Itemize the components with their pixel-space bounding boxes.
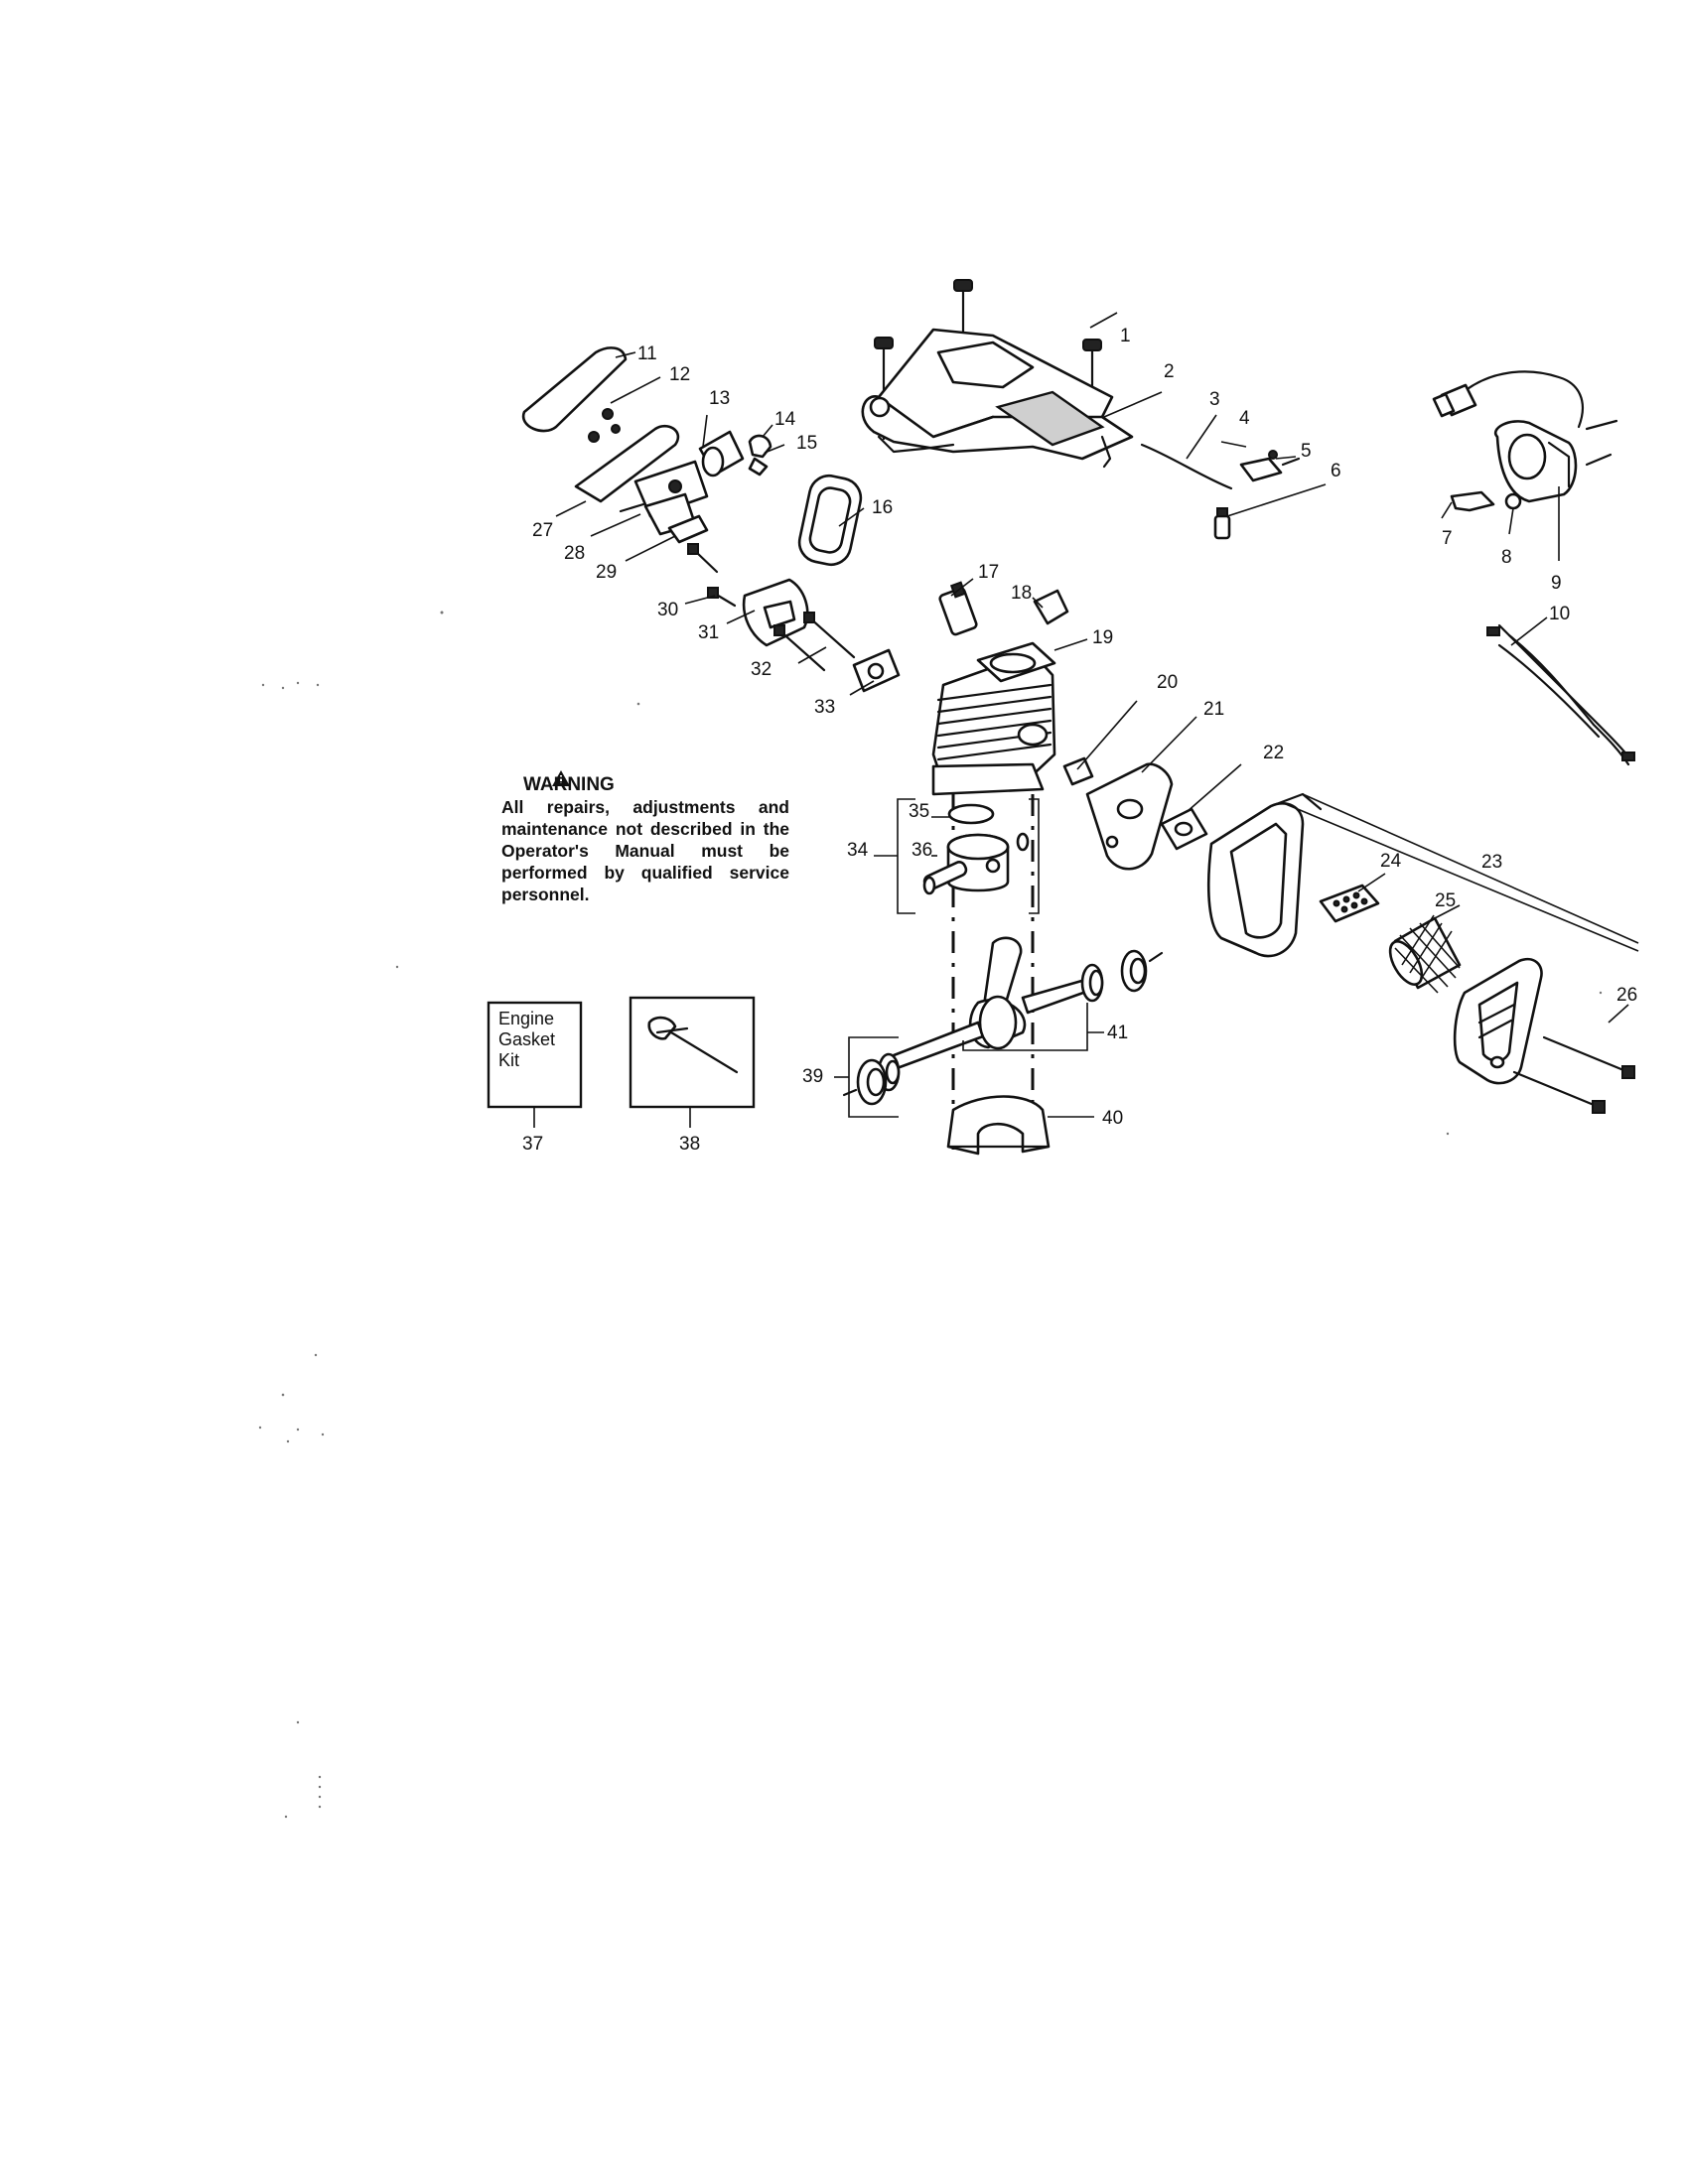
callout-38: 38 <box>679 1134 700 1155</box>
callout-29: 29 <box>596 562 617 583</box>
flange-screw <box>687 543 737 608</box>
intake-gasket <box>852 648 901 693</box>
callout-36: 36 <box>912 840 932 861</box>
tool-box <box>629 996 756 1128</box>
callout-23: 23 <box>1481 852 1502 873</box>
callout-3: 3 <box>1209 389 1220 410</box>
engine-gasket-kit-label: Engine Gasket Kit <box>498 1009 555 1071</box>
callout-26: 26 <box>1616 985 1637 1006</box>
crankcase-half <box>946 1095 1051 1156</box>
callout-21: 21 <box>1203 699 1224 720</box>
engine-gasket-kit-box <box>487 1001 583 1128</box>
callout-5: 5 <box>1301 441 1312 462</box>
ignition-module <box>1493 419 1618 503</box>
warning-notice: WARNING All repairs, adjustments and mai… <box>501 774 789 905</box>
callout-9: 9 <box>1551 573 1562 594</box>
muffler-gasket <box>1160 807 1208 851</box>
callout-20: 20 <box>1157 672 1178 693</box>
crankshaft <box>887 936 1099 1072</box>
spark-plug-boot <box>1033 589 1069 625</box>
callout-39: 39 <box>802 1066 823 1087</box>
kit-label-line-2: Gasket <box>498 1029 556 1049</box>
callout-37: 37 <box>522 1134 543 1155</box>
warning-text: All repairs, adjustments and maintenance… <box>501 797 789 904</box>
callout-7: 7 <box>1442 528 1453 549</box>
spark-plug <box>938 581 978 636</box>
ground-bracket <box>1450 490 1522 512</box>
callout-16: 16 <box>872 497 893 518</box>
top-cover <box>861 328 1134 469</box>
leader-lines <box>555 312 1629 1118</box>
muffler-cover <box>1453 957 1543 1085</box>
callout-41: 41 <box>1107 1023 1128 1043</box>
cylinder <box>931 641 1056 796</box>
callout-2: 2 <box>1164 361 1175 382</box>
callout-25: 25 <box>1435 890 1456 911</box>
warning-triangle-icon <box>552 770 570 786</box>
warning-title: WARNING <box>523 774 615 795</box>
intake-boot <box>797 474 863 567</box>
spark-screen <box>1319 884 1380 923</box>
callout-8: 8 <box>1501 547 1512 568</box>
carburetor-cover <box>574 408 680 503</box>
callout-11: 11 <box>637 343 657 364</box>
callout-27: 27 <box>532 520 553 541</box>
piston-retainer <box>922 832 1030 895</box>
piston-ring <box>947 803 995 825</box>
callout-33: 33 <box>814 697 835 718</box>
kit-label-line-1: Engine <box>498 1009 555 1028</box>
callout-4: 4 <box>1239 408 1250 429</box>
fuel-filter <box>1213 507 1231 540</box>
air-filter-pad <box>521 346 628 433</box>
callout-32: 32 <box>751 659 772 680</box>
stop-switch-wires <box>1486 623 1635 766</box>
muffler-spacer <box>1062 756 1094 786</box>
bearing <box>877 949 1164 1092</box>
callout-30: 30 <box>657 600 678 620</box>
scan-specks <box>258 611 1603 1819</box>
callout-31: 31 <box>698 622 719 643</box>
carburetor-gasket <box>667 514 709 544</box>
callout-34: 34 <box>847 840 869 861</box>
callout-12: 12 <box>669 364 690 385</box>
callout-13: 13 <box>709 388 730 409</box>
callout-15: 15 <box>796 433 817 454</box>
intake-elbow <box>698 430 745 478</box>
long-screws <box>773 612 856 672</box>
callout-14: 14 <box>774 409 796 430</box>
bearing-bracket <box>834 1003 1104 1118</box>
throttle-link <box>748 434 772 477</box>
callout-1: 1 <box>1120 326 1131 346</box>
callout-19: 19 <box>1092 627 1113 648</box>
muffler-body <box>1206 792 1323 958</box>
callout-22: 22 <box>1263 743 1284 763</box>
callout-28: 28 <box>564 543 585 564</box>
callout-18: 18 <box>1011 583 1032 604</box>
callout-40: 40 <box>1102 1108 1123 1129</box>
piston-kit-bracket <box>874 798 1040 914</box>
muffler-assembly-lines <box>1280 793 1639 952</box>
heat-shield <box>1085 762 1174 871</box>
crankcase-seal <box>842 1058 888 1106</box>
callout-numbers: 1 2 3 4 5 6 7 8 9 10 11 12 13 14 15 16 1… <box>522 326 1637 1155</box>
fuel-valve <box>1239 450 1301 482</box>
muffler-bolts <box>1512 1035 1635 1114</box>
callout-17: 17 <box>978 562 999 583</box>
kit-label-line-3: Kit <box>498 1050 520 1070</box>
screen-cylinder <box>1388 914 1462 994</box>
callout-24: 24 <box>1380 851 1402 872</box>
callout-6: 6 <box>1331 461 1341 481</box>
ignition-lead <box>1432 370 1584 429</box>
callout-35: 35 <box>909 801 929 822</box>
callout-10: 10 <box>1549 604 1570 624</box>
fuel-line <box>1140 443 1233 490</box>
